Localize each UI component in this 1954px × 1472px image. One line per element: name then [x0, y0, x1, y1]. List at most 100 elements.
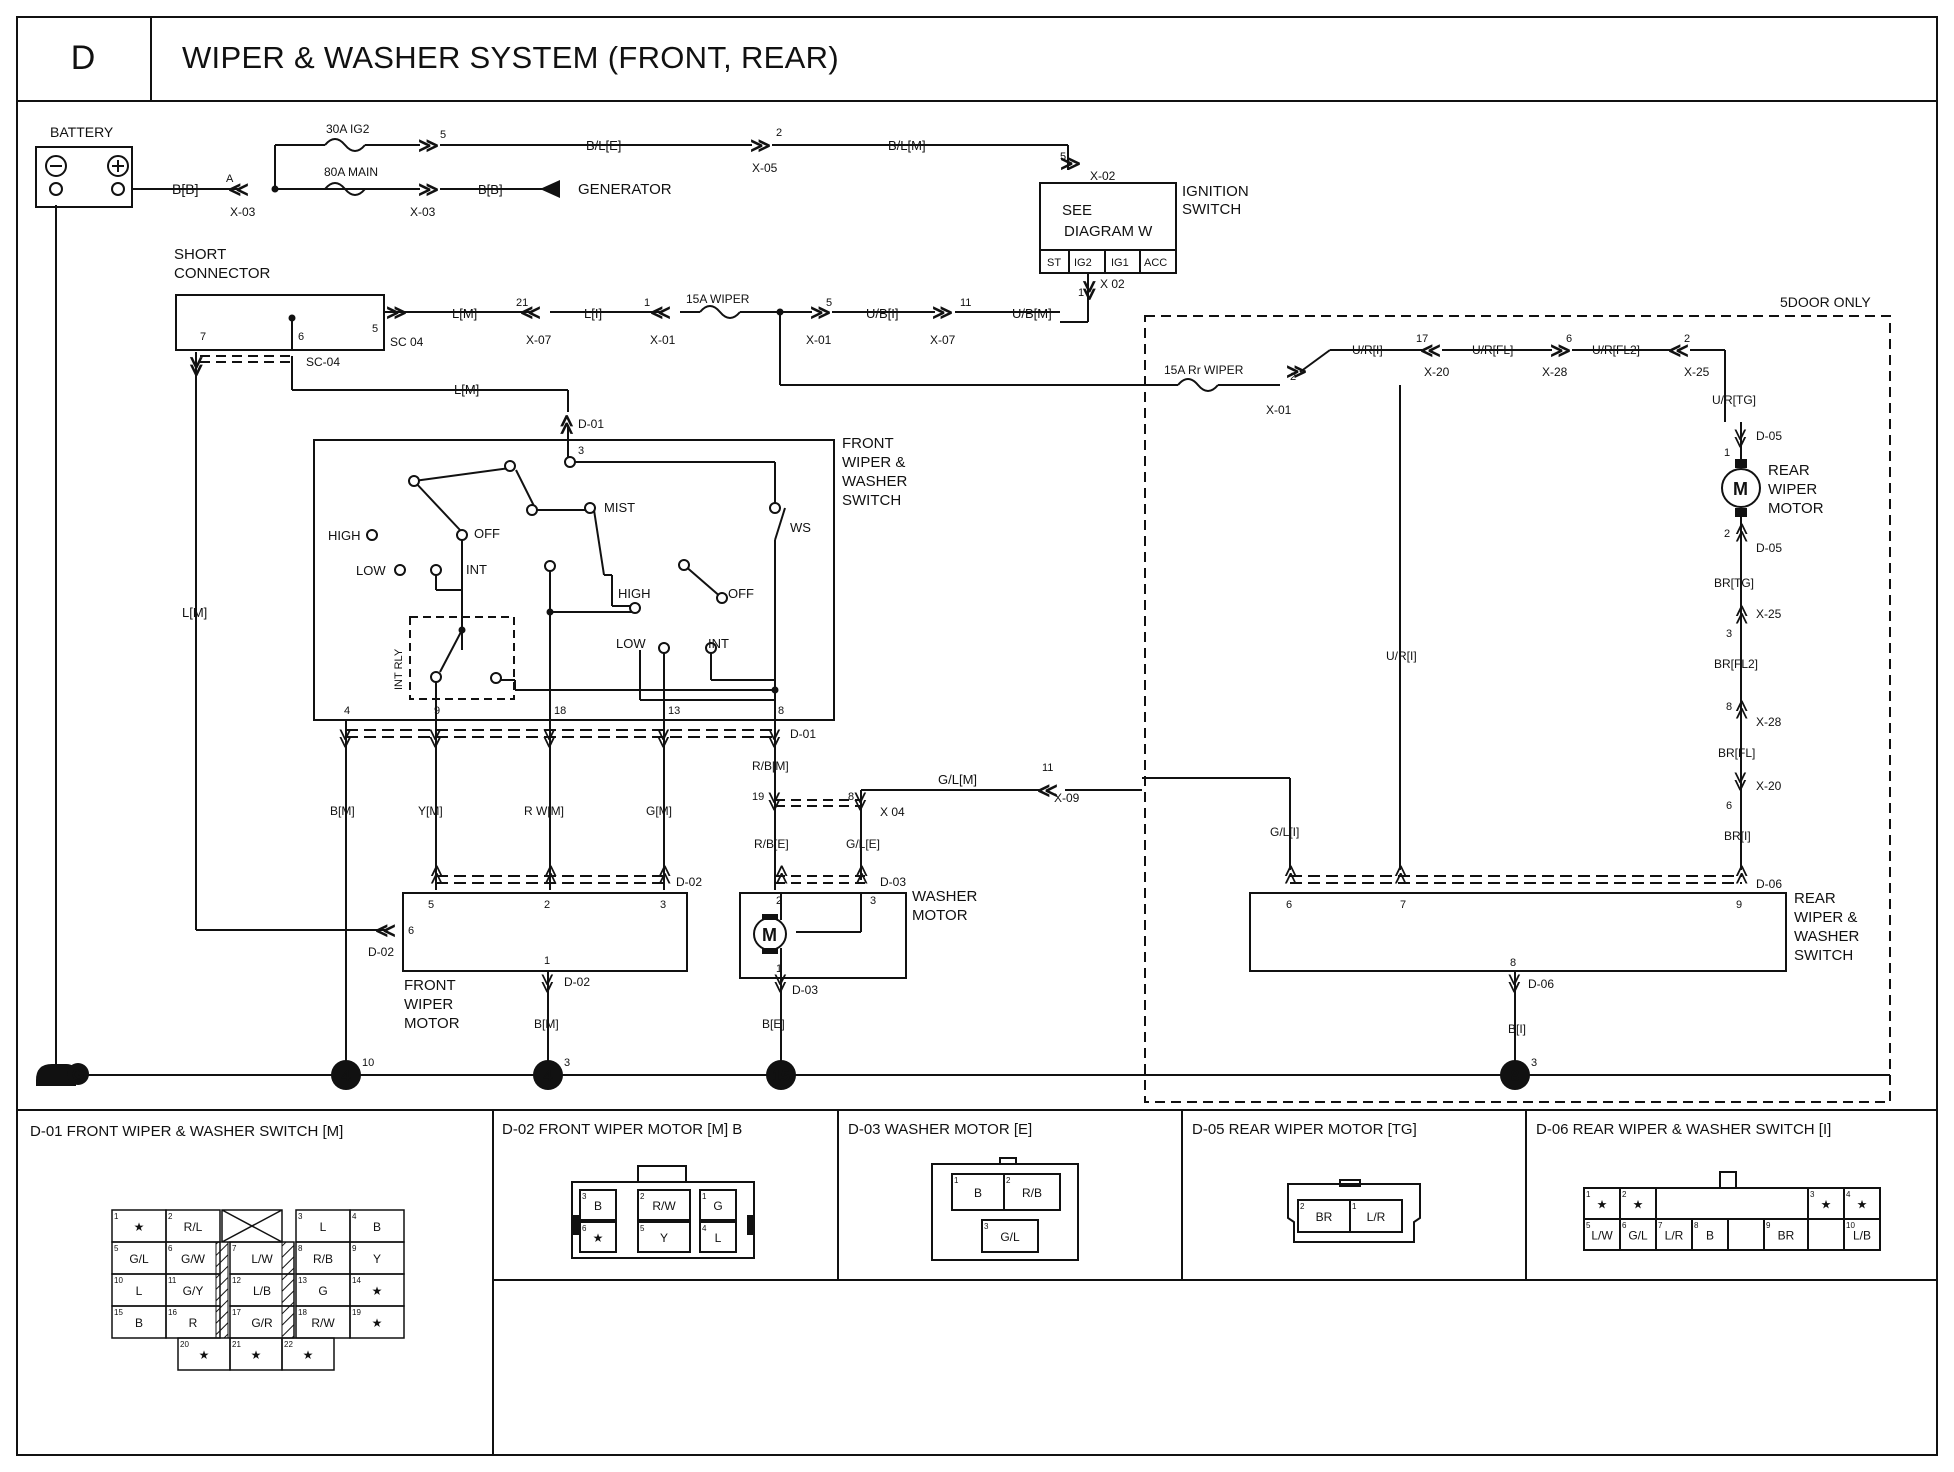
d01-pin-8-pin: 8	[298, 1244, 303, 1253]
fm-wire-bm: B[M]	[534, 1017, 559, 1031]
svg-text:≪: ≪	[228, 179, 249, 201]
fsw-intrly: INT RLY	[393, 648, 405, 690]
d01-pin-13-wire: G	[318, 1284, 327, 1298]
d01-pin-16-pin: 16	[168, 1308, 177, 1317]
svg-text:≫: ≫	[763, 791, 785, 812]
d05-pin-2-wire: BR	[1316, 1210, 1333, 1224]
battery-label: BATTERY	[50, 124, 114, 140]
fsw-low: LOW	[356, 563, 386, 578]
rear-x25b: X-25	[1756, 607, 1782, 621]
section-code: D	[16, 16, 152, 102]
d01-pin-17-pin: 17	[232, 1308, 241, 1317]
wm-p19: 19	[752, 791, 764, 803]
rear-x28b: X-28	[1756, 715, 1782, 729]
wire-gli: G/L[I]	[1270, 825, 1299, 839]
short-x01: X-01	[650, 333, 676, 347]
fsw-p9: 9	[434, 705, 440, 717]
wire-glm: G/L[M]	[938, 772, 977, 787]
fsw-p4: 4	[344, 705, 350, 717]
d03-pin-2-wire: R/B	[1022, 1186, 1042, 1200]
fsw-off: OFF	[474, 526, 500, 541]
fsw-int: INT	[466, 562, 487, 577]
wire-bb2: B[B]	[478, 182, 503, 197]
d01-pin-8-wire: R/B	[313, 1252, 333, 1266]
svg-text:≫: ≫	[1060, 153, 1081, 175]
fuse-ig2: 30A IG2	[326, 122, 370, 136]
d01-key-box	[221, 1209, 283, 1243]
d06-pin-6-wire: G/L	[1628, 1229, 1648, 1243]
rear-urfl: U/R[FL]	[1472, 343, 1513, 357]
panel-d03-title: D-03 WASHER MOTOR [E]	[848, 1121, 1033, 1138]
d01-pin-12-wire: L/B	[253, 1284, 271, 1298]
d03-pin-3-pin: 3	[984, 1222, 989, 1231]
wire-ym: Y[M]	[418, 804, 443, 818]
svg-text:≫: ≫	[185, 356, 207, 377]
d01-lock-bar	[281, 1241, 295, 1339]
rear-brtg: BR[TG]	[1714, 576, 1754, 590]
d06-pin-10-wire: L/B	[1853, 1229, 1871, 1243]
d01-pin-5-pin: 5	[114, 1244, 119, 1253]
d01-pin-11-wire: G/Y	[183, 1284, 204, 1298]
wire-blm: B/L[M]	[888, 138, 926, 153]
short-x07: X-07	[526, 333, 552, 347]
connector-d01: 1★2R/L3L4B5G/L6G/W7L/W8R/B9Y10L11G/Y12L/…	[111, 1209, 405, 1371]
short-x07b: X-07	[930, 333, 956, 347]
ign-x02b: X 02	[1100, 277, 1125, 291]
fm-label1: FRONT	[404, 977, 456, 994]
pin5: 5	[440, 129, 446, 141]
svg-text:≫: ≫	[1729, 428, 1751, 449]
d01-pin-14-wire: ★	[372, 1284, 383, 1298]
d01-pin-5-wire: G/L	[129, 1252, 149, 1266]
short-sc04: SC 04	[390, 335, 424, 349]
d01-pin-19-pin: 19	[352, 1308, 361, 1317]
svg-text:≪: ≪	[1420, 340, 1441, 362]
fsw-p3: 3	[578, 445, 584, 457]
svg-text:≫: ≫	[652, 728, 674, 749]
fsw-high2: HIGH	[618, 586, 651, 601]
rear-x20b: X-20	[1756, 779, 1782, 793]
d02-pin-5-wire: Y	[660, 1231, 668, 1245]
wire-li: L[I]	[584, 306, 602, 321]
rear-label1: REAR	[1768, 462, 1810, 479]
rear-urtg: U/R[TG]	[1712, 393, 1756, 407]
x05-label: X-05	[752, 161, 778, 175]
d06-pin-9-pin: 9	[1766, 1221, 1771, 1230]
wire-lm3: L[M]	[454, 382, 479, 397]
short-x01b: X-01	[806, 333, 832, 347]
d01-pin-6-wire: G/W	[181, 1252, 206, 1266]
ign-pin5: 5	[1060, 151, 1066, 163]
svg-text:≫: ≫	[1731, 522, 1753, 543]
svg-text:≫: ≫	[1731, 864, 1753, 885]
svg-text:≫: ≫	[810, 302, 831, 324]
d06-pin-3-wire: ★	[1821, 1198, 1832, 1212]
d02-pin-2-wire: R/W	[652, 1199, 676, 1213]
ground-g: G	[72, 1067, 84, 1084]
d02-pin-4-wire: L	[715, 1231, 722, 1245]
fm-p3: 3	[660, 899, 666, 911]
rear-p2c: 2	[1724, 528, 1730, 540]
d03-pin-3-wire: G/L	[1000, 1230, 1020, 1244]
rear-uri2: U/R[I]	[1386, 649, 1417, 663]
svg-text:≫: ≫	[1286, 361, 1307, 383]
svg-text:≫: ≫	[540, 864, 562, 885]
d01-pin-11-pin: 11	[168, 1276, 177, 1285]
rear-label2: WIPER	[1768, 481, 1817, 498]
fm-p1: 1	[544, 955, 550, 967]
fm-label2: WIPER	[404, 996, 453, 1013]
ground-15: 15	[772, 1068, 790, 1085]
panel-d06-title: D-06 REAR WIPER & WASHER SWITCH [I]	[1536, 1121, 1832, 1138]
rsw-p7: 7	[1400, 899, 1406, 911]
rear-p6b: 6	[1726, 800, 1732, 812]
svg-text:≫: ≫	[763, 728, 785, 749]
d01-pin-15-wire: B	[135, 1316, 143, 1330]
fsw-int2: INT	[708, 636, 729, 651]
rear-x20: X-20	[1424, 365, 1450, 379]
d06-pin-1-wire: ★	[1597, 1198, 1608, 1212]
d01-pin-22-cell	[281, 1337, 335, 1371]
rsw-p6: 6	[1286, 899, 1292, 911]
d05-pin-1-pin: 1	[1352, 1202, 1357, 1211]
wire-lm: L[M]	[452, 306, 477, 321]
svg-text:≫: ≫	[538, 728, 560, 749]
d06-pin-1-pin: 1	[1586, 1190, 1591, 1199]
page-title: WIPER & WASHER SYSTEM (FRONT, REAR)	[152, 16, 1938, 102]
